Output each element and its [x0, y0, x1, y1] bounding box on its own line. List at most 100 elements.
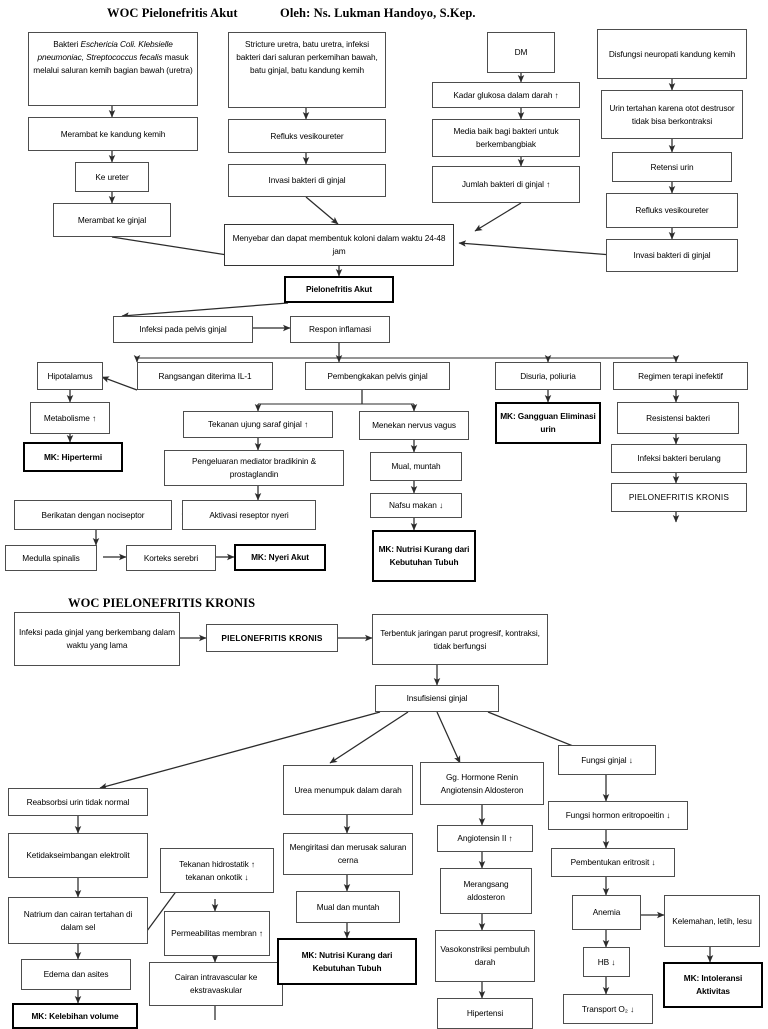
- node-label: DM: [514, 47, 528, 58]
- node-label: Korteks serebri: [143, 552, 199, 563]
- node-label: MK: Kelebihan volume: [31, 1010, 119, 1021]
- node-label: Refluks vesikoureter: [635, 205, 709, 216]
- node-vasokonstriksi-pembuluh: Vasokonstriksi pembuluh darah: [435, 930, 535, 982]
- node-label: Disfungsi neuropati kandung kemih: [608, 48, 736, 59]
- node-permeabilitas-membran: Permeabilitas membran ↑: [164, 911, 270, 956]
- node-label: Invasi bakteri di ginjal: [633, 250, 711, 261]
- node-mk-nutrisi-kurang-chronic: MK: Nutrisi Kurang dari Kebutuhan Tubuh: [277, 938, 417, 985]
- node-label: Pengeluaran mediator bradikinin & prosta…: [192, 456, 316, 479]
- node-resistensi-bakteri: Resistensi bakteri: [617, 402, 739, 434]
- node-mual-dan-muntah: Mual dan muntah: [296, 891, 400, 923]
- node-aktivasi-reseptor-nyeri: Aktivasi reseptor nyeri: [182, 500, 316, 530]
- node-mk-gangguan-eliminasi-urin: MK: Gangguan Eliminasi urin: [495, 402, 601, 444]
- node-fungsi-ginjal: Fungsi ginjal ↓: [558, 745, 656, 775]
- node-label: Kadar glukosa dalam darah ↑: [453, 89, 559, 100]
- node-label: Stricture uretra, batu uretra, infeksi b…: [236, 39, 378, 75]
- node-mk-hipertermi: MK: Hipertermi: [23, 442, 123, 472]
- node-label: Medulla spinalis: [22, 552, 80, 563]
- node-label: Permeabilitas membran ↑: [171, 928, 263, 939]
- node-label: Merangsang aldosteron: [463, 879, 509, 902]
- node-label: Rangsangan diterima IL-1: [158, 370, 252, 381]
- page-title-chronic: WOC PIELONEFRITIS KRONIS: [68, 596, 256, 610]
- node-label: Fungsi ginjal ↓: [581, 754, 633, 765]
- node-label: MK: Gangguan Eliminasi urin: [500, 411, 596, 434]
- node-label: Kelemahan, letih, lesu: [672, 915, 752, 926]
- node-cairan-intravascular: Cairan intravascular ke ekstravaskular: [149, 962, 283, 1006]
- node-menyebar-koloni: Menyebar dan dapat membentuk koloni dala…: [224, 224, 454, 266]
- node-retensi-urin: Retensi urin: [612, 152, 732, 182]
- node-angiotensin-ii: Angiotensin II ↑: [437, 825, 533, 852]
- node-merangsang-aldosteron: Merangsang aldosteron: [440, 868, 532, 914]
- node-label: Pembengkakan pelvis ginjal: [327, 370, 428, 381]
- node-korteks-serebri: Korteks serebri: [126, 545, 216, 571]
- node-label: Aktivasi reseptor nyeri: [209, 509, 289, 520]
- node-pielonefritis-kronis-acute: PIELONEFRITIS KRONIS: [611, 483, 747, 512]
- node-kadar-glukosa: Kadar glukosa dalam darah ↑: [432, 82, 580, 108]
- node-pengeluaran-mediator: Pengeluaran mediator bradikinin & prosta…: [164, 450, 344, 486]
- node-hb: HB ↓: [583, 947, 630, 977]
- node-label: PIELONEFRITIS KRONIS: [628, 492, 730, 503]
- node-label: Tekanan ujung saraf ginjal ↑: [207, 419, 309, 430]
- node-insufisiensi-ginjal: Insufisiensi ginjal: [375, 685, 499, 712]
- node-label: Menyebar dan dapat membentuk koloni dala…: [232, 233, 446, 256]
- node-gg-hormone-renin: Gg. Hormone Renin Angiotensin Aldosteron: [420, 762, 544, 805]
- node-label: MK: Nutrisi Kurang dari Kebutuhan Tubuh: [301, 949, 393, 973]
- node-label: Reabsorbsi urin tidak normal: [26, 796, 130, 807]
- node-regimen-terapi-inefektif: Regimen terapi inefektif: [613, 362, 748, 390]
- node-label: MK: Hipertermi: [43, 451, 103, 462]
- node-label: Nafsu makan ↓: [388, 500, 444, 511]
- node-respon-inflamasi: Respon inflamasi: [290, 316, 390, 343]
- node-metabolisme: Metabolisme ↑: [30, 402, 110, 434]
- node-label: Vasokonstriksi pembuluh darah: [440, 944, 530, 967]
- node-mual-muntah: Mual, muntah: [370, 452, 462, 481]
- node-label: Urea menumpuk dalam darah: [294, 784, 402, 795]
- node-tekanan-hidrostatik-onkotik: Tekanan hidrostatik ↑ tekanan onkotik ↓: [160, 848, 274, 893]
- node-label: Merambat ke kandung kemih: [60, 128, 166, 139]
- page-author: Oleh: Ns. Lukman Handoyo, S.Kep.: [280, 6, 476, 20]
- node-jaringan-parut: Terbentuk jaringan parut progresif, kont…: [372, 614, 548, 665]
- node-disfungsi-neuropati: Disfungsi neuropati kandung kemih: [597, 29, 747, 79]
- node-label: Cairan intravascular ke ekstravaskular: [174, 972, 258, 995]
- node-refluks-vesikoureter-1: Refluks vesikoureter: [228, 119, 386, 153]
- node-label: Edema dan asites: [43, 969, 109, 980]
- node-merambat-kandung-kemih: Merambat ke kandung kemih: [28, 117, 198, 151]
- node-nafsu-makan: Nafsu makan ↓: [370, 493, 462, 518]
- node-reabsorbsi-urin: Reabsorbsi urin tidak normal: [8, 788, 148, 816]
- node-label: Hipertensi: [466, 1008, 504, 1019]
- node-label: Natrium dan cairan tertahan di dalam sel: [23, 908, 133, 932]
- node-transport-o2: Transport O₂ ↓: [563, 994, 653, 1024]
- node-bakteri-masuk: Bakteri Eschericia Coli. Klebsielle pneu…: [28, 32, 198, 106]
- node-infeksi-pelvis-ginjal: Infeksi pada pelvis ginjal: [113, 316, 253, 343]
- node-urin-tertahan: Urin tertahan karena otot destrusor tida…: [601, 90, 743, 139]
- node-ke-ureter: Ke ureter: [75, 162, 149, 192]
- node-invasi-bakteri-ginjal-1: Invasi bakteri di ginjal: [228, 164, 386, 197]
- node-mk-intoleransi-aktivitas: MK: Intoleransi Aktivitas: [663, 962, 763, 1008]
- node-fungsi-hormon-eritropoeitin: Fungsi hormon eritropoeitin ↓: [548, 801, 688, 830]
- node-natrium-cairan-tertahan: Natrium dan cairan tertahan di dalam sel: [8, 897, 148, 944]
- page-title-acute: WOC Pielonefritis Akut: [107, 6, 238, 20]
- node-label: Terbentuk jaringan parut progresif, kont…: [380, 627, 540, 651]
- node-label: Fungsi hormon eritropoeitin ↓: [565, 810, 671, 821]
- node-label: Pielonefritis Akut: [305, 284, 373, 295]
- node-disuria-poliuria: Disuria, poliuria: [495, 362, 601, 390]
- node-label: Berikatan dengan nociseptor: [41, 509, 145, 520]
- node-ketidakseimbangan-elektrolit: Ketidakseimbangan elektrolit: [8, 833, 148, 878]
- node-kelemahan-letih-lesu: Kelemahan, letih, lesu: [664, 895, 760, 947]
- node-label: Menekan nervus vagus: [372, 420, 456, 431]
- node-pielonefritis-kronis-chronic: PIELONEFRITIS KRONIS: [206, 624, 338, 652]
- node-merambat-ginjal: Merambat ke ginjal: [53, 203, 171, 237]
- node-label: Retensi urin: [650, 161, 694, 172]
- node-label: Urin tertahan karena otot destrusor tida…: [609, 102, 735, 126]
- node-mk-kelebihan-volume: MK: Kelebihan volume: [12, 1003, 138, 1029]
- node-label: MK: Intoleransi Aktivitas: [683, 973, 743, 996]
- node-label: Transport O₂ ↓: [581, 1003, 635, 1014]
- node-label: Media baik bagi bakteri untuk berkembang…: [453, 126, 559, 149]
- node-stricture-uretra: Stricture uretra, batu uretra, infeksi b…: [228, 32, 386, 108]
- node-label: Infeksi pada ginjal yang berkembang dala…: [19, 627, 175, 650]
- node-dm: DM: [487, 32, 555, 73]
- node-label: Hipotalamus: [47, 370, 93, 381]
- node-label: Invasi bakteri di ginjal: [268, 175, 346, 186]
- node-infeksi-ginjal-lama: Infeksi pada ginjal yang berkembang dala…: [14, 612, 180, 666]
- node-label: Respon inflamasi: [308, 324, 372, 335]
